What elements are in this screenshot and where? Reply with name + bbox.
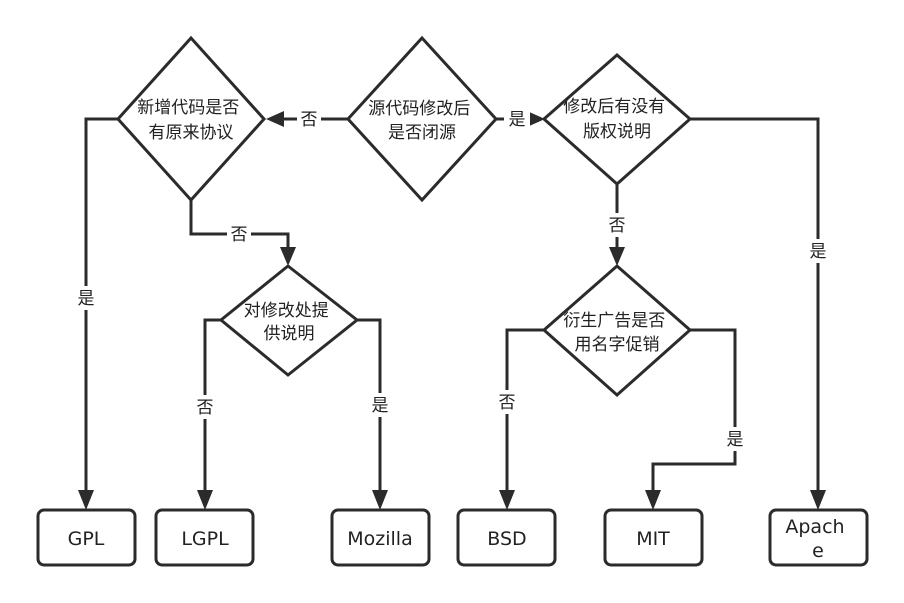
edge-label-newcode-to-modnotice: 否 <box>227 223 251 245</box>
license-box-bsd: BSD <box>456 508 557 567</box>
decision-copyright-notice: 修改后有没有 版权说明 <box>541 53 693 187</box>
edge-label-text: 是 <box>727 430 744 450</box>
license-label-line: e <box>812 540 824 562</box>
edge-label-copyright-to-ads: 否 <box>605 213 629 237</box>
license-label: GPL <box>68 528 105 550</box>
license-box-gpl: GPL <box>36 508 137 567</box>
decision-label-line: 有原来协议 <box>149 123 234 143</box>
arrowhead <box>645 490 661 510</box>
edge-label-text: 否 <box>301 110 318 130</box>
edge-label-text: 是 <box>78 289 95 309</box>
arrowhead <box>527 111 545 127</box>
edge-label-modnotice-to-lgpl: 否 <box>193 395 217 419</box>
license-label: Apach e <box>785 516 850 562</box>
decision-label-line: 用名字促销 <box>575 335 660 355</box>
edge-label-text: 否 <box>197 398 214 418</box>
edge-label-text: 是 <box>810 242 827 262</box>
license-box-apache: Apach e <box>768 508 869 567</box>
license-box-mit: MIT <box>603 508 704 567</box>
license-label: LGPL <box>181 528 229 550</box>
edge-label-text: 是 <box>372 396 389 416</box>
edge-newcode-to-gpl <box>84 117 118 492</box>
license-label: Mozilla <box>347 528 412 550</box>
decision-label-line: 对修改处提 <box>244 301 329 321</box>
license-label: MIT <box>636 528 670 550</box>
arrowhead <box>609 247 625 266</box>
arrowhead <box>810 490 826 510</box>
license-box-mozilla: Mozilla <box>330 508 431 567</box>
decision-label-line: 供说明 <box>264 324 315 344</box>
edge-modnotice-to-lgpl <box>203 318 221 492</box>
edge-modnotice-to-mozilla <box>357 318 382 492</box>
decision-closed-source: 源代码修改后 是否闭源 <box>345 35 499 203</box>
decision-label-line: 版权说明 <box>583 122 651 142</box>
edge-label-text: 否 <box>609 216 626 236</box>
edge-label-closed-to-copyright: 是 <box>504 108 530 130</box>
edge-label-closed-to-newcode: 否 <box>297 108 321 130</box>
edge-copyright-to-apache <box>690 117 820 492</box>
license-box-lgpl: LGPL <box>154 508 255 567</box>
license-label: BSD <box>487 528 526 550</box>
decision-label: 对修改处提 供说明 <box>244 301 334 344</box>
decision-label-line: 衍生广告是否 <box>563 311 665 331</box>
edge-label-ads-to-bsd: 否 <box>495 390 519 414</box>
arrowhead <box>197 490 213 510</box>
arrowhead <box>78 490 94 510</box>
decision-label: 衍生广告是否 用名字促销 <box>563 311 670 355</box>
edge-label-modnotice-to-mozilla: 是 <box>368 393 392 417</box>
arrowhead <box>280 247 296 266</box>
decision-derived-ads: 衍生广告是否 用名字促销 <box>541 264 693 398</box>
arrowhead <box>499 490 515 510</box>
decision-label-line: 修改后有没有 <box>563 97 665 117</box>
edge-label-text: 否 <box>231 225 248 245</box>
decision-label: 新增代码是否 有原来协议 <box>137 98 244 143</box>
arrowhead <box>372 490 388 510</box>
decision-new-code-license: 新增代码是否 有原来协议 <box>115 35 267 203</box>
edge-label-ads-to-mit: 是 <box>723 427 747 451</box>
edge-label-copyright-to-apache: 是 <box>806 239 830 263</box>
decision-label-line: 是否闭源 <box>388 123 456 143</box>
decision-modification-notice: 对修改处提 供说明 <box>218 264 360 377</box>
edge-label-text: 否 <box>499 393 516 413</box>
decision-label: 源代码修改后 是否闭源 <box>368 99 475 143</box>
edge-ads-to-bsd <box>505 328 544 492</box>
decision-label: 修改后有没有 版权说明 <box>563 97 670 142</box>
decision-label-line: 新增代码是否 <box>137 98 239 118</box>
decision-label-line: 源代码修改后 <box>368 99 470 119</box>
edge-ads-to-mit <box>651 328 737 492</box>
arrowhead <box>266 111 284 127</box>
edge-label-text: 是 <box>509 110 526 130</box>
edge-label-newcode-to-gpl: 是 <box>74 286 98 310</box>
license-label-line: Apach <box>785 516 844 538</box>
